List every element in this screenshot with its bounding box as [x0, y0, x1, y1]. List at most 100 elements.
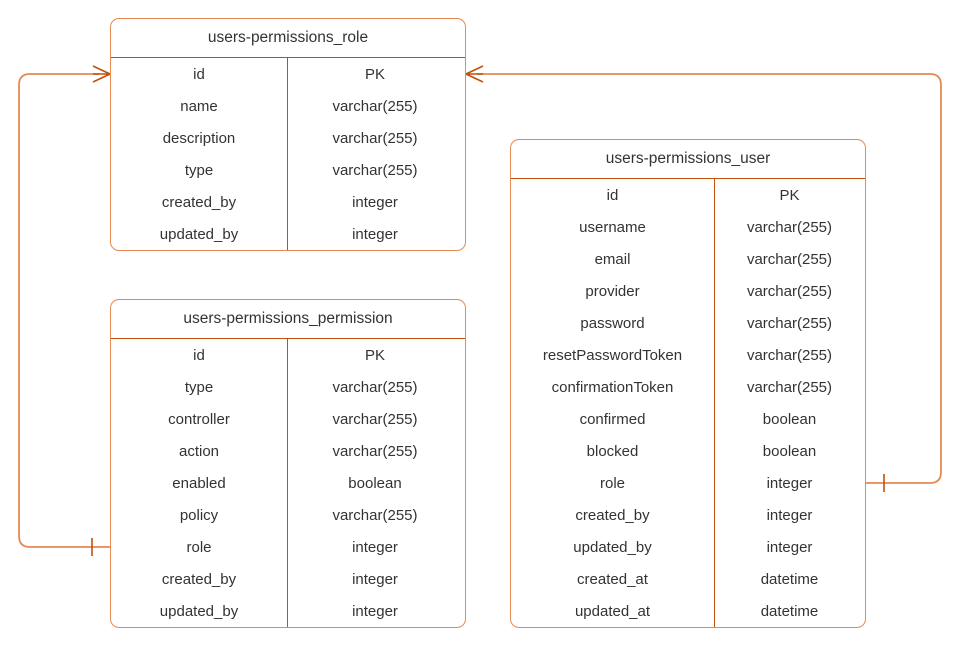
attribute-row[interactable]: confirmationToken varchar(255) — [511, 371, 865, 403]
entity-title-user: users-permissions_user — [511, 140, 865, 179]
attribute-name: type — [184, 378, 214, 396]
relationship-permission-role[interactable] — [18, 65, 111, 556]
attribute-name: description — [162, 129, 236, 147]
attribute-row[interactable]: email varchar(255) — [511, 243, 865, 275]
attribute-name: updated_at — [574, 602, 651, 620]
attribute-type: boolean — [762, 442, 817, 460]
attribute-row[interactable]: resetPasswordToken varchar(255) — [511, 339, 865, 371]
attribute-name: password — [580, 314, 645, 332]
entity-body-role: id PK name varchar(255) description varc… — [111, 58, 465, 250]
attribute-row[interactable]: description varchar(255) — [111, 122, 465, 154]
attribute-row[interactable]: id PK — [511, 179, 865, 211]
attribute-row[interactable]: role integer — [111, 531, 465, 563]
attribute-row[interactable]: provider varchar(255) — [511, 275, 865, 307]
attribute-name: created_by — [161, 193, 237, 211]
attribute-row[interactable]: policy varchar(255) — [111, 499, 465, 531]
attribute-type: varchar(255) — [746, 346, 833, 364]
attribute-row[interactable]: password varchar(255) — [511, 307, 865, 339]
attribute-type: integer — [766, 474, 813, 492]
attribute-type: integer — [766, 538, 813, 556]
attribute-type: boolean — [348, 474, 402, 492]
attribute-type: varchar(255) — [332, 378, 418, 396]
attribute-type: integer — [352, 570, 398, 588]
attribute-row[interactable]: id PK — [111, 58, 465, 90]
attribute-type: integer — [352, 538, 398, 556]
attribute-row[interactable]: updated_by integer — [111, 218, 465, 250]
attribute-row[interactable]: created_at datetime — [511, 563, 865, 595]
attribute-row[interactable]: updated_at datetime — [511, 595, 865, 627]
attribute-row[interactable]: created_by integer — [111, 186, 465, 218]
attribute-type: varchar(255) — [332, 97, 418, 115]
entity-title-permission: users-permissions_permission — [111, 300, 465, 339]
attribute-name: controller — [168, 410, 230, 428]
attribute-name: id — [193, 346, 205, 364]
attribute-type: integer — [766, 506, 813, 524]
attribute-name: confirmed — [579, 410, 646, 428]
attribute-name: updated_by — [159, 602, 239, 620]
attribute-row[interactable]: created_by integer — [511, 499, 865, 531]
column-divider — [714, 179, 715, 627]
attribute-name: id — [606, 186, 619, 204]
attribute-name: created_by — [161, 570, 237, 588]
attribute-type: datetime — [760, 602, 819, 620]
attribute-row[interactable]: updated_by integer — [511, 531, 865, 563]
attribute-row[interactable]: blocked boolean — [511, 435, 865, 467]
attribute-name: updated_by — [573, 538, 652, 556]
attribute-name: type — [184, 161, 214, 179]
attribute-row[interactable]: updated_by integer — [111, 595, 465, 627]
entity-table-user[interactable]: users-permissions_user id PK username va… — [510, 139, 866, 628]
attribute-row[interactable]: type varchar(255) — [111, 154, 465, 186]
attribute-name: action — [178, 442, 220, 460]
attribute-name: created_at — [577, 570, 648, 588]
attribute-name: policy — [179, 506, 219, 524]
attribute-name: role — [599, 474, 625, 492]
attribute-name: id — [193, 65, 205, 83]
attribute-type: PK — [364, 346, 385, 364]
attribute-type: varchar(255) — [332, 506, 418, 524]
attribute-name: updated_by — [159, 225, 239, 243]
attribute-name: provider — [585, 282, 640, 300]
attribute-row[interactable]: name varchar(255) — [111, 90, 465, 122]
attribute-type: boolean — [762, 410, 817, 428]
entity-table-permission[interactable]: users-permissions_permission id PK type … — [110, 299, 466, 628]
attribute-name: enabled — [172, 474, 226, 492]
attribute-name: confirmationToken — [551, 378, 674, 396]
attribute-type: varchar(255) — [746, 282, 833, 300]
attribute-row[interactable]: role integer — [511, 467, 865, 499]
attribute-row[interactable]: id PK — [111, 339, 465, 371]
attribute-name: blocked — [586, 442, 639, 460]
attribute-type: varchar(255) — [332, 442, 418, 460]
attribute-type: varchar(255) — [746, 250, 833, 268]
attribute-name: created_by — [575, 506, 650, 524]
attribute-row[interactable]: enabled boolean — [111, 467, 465, 499]
column-divider — [287, 339, 288, 627]
attribute-type: PK — [779, 186, 800, 204]
attribute-row[interactable]: confirmed boolean — [511, 403, 865, 435]
attribute-name: role — [186, 538, 212, 556]
entity-body-user: id PK username varchar(255) email varcha… — [511, 179, 865, 627]
attribute-row[interactable]: type varchar(255) — [111, 371, 465, 403]
attribute-row[interactable]: action varchar(255) — [111, 435, 465, 467]
attribute-name: email — [594, 250, 631, 268]
attribute-row[interactable]: username varchar(255) — [511, 211, 865, 243]
attribute-type: varchar(255) — [746, 378, 833, 396]
attribute-row[interactable]: created_by integer — [111, 563, 465, 595]
attribute-type: varchar(255) — [332, 129, 418, 147]
column-divider — [287, 58, 288, 250]
attribute-type: integer — [352, 193, 398, 211]
attribute-type: varchar(255) — [746, 314, 833, 332]
attribute-type: varchar(255) — [746, 218, 833, 236]
attribute-name: resetPasswordToken — [542, 346, 683, 364]
entity-body-permission: id PK type varchar(255) controller varch… — [111, 339, 465, 627]
attribute-row[interactable]: controller varchar(255) — [111, 403, 465, 435]
attribute-type: varchar(255) — [332, 161, 418, 179]
attribute-name: username — [579, 218, 646, 236]
attribute-type: datetime — [760, 570, 819, 588]
attribute-type: PK — [364, 65, 385, 83]
attribute-type: varchar(255) — [332, 410, 418, 428]
entity-title-role: users-permissions_role — [111, 19, 465, 58]
attribute-type: integer — [352, 225, 398, 243]
attribute-type: integer — [352, 602, 398, 620]
entity-table-role[interactable]: users-permissions_role id PK name varcha… — [110, 18, 466, 251]
